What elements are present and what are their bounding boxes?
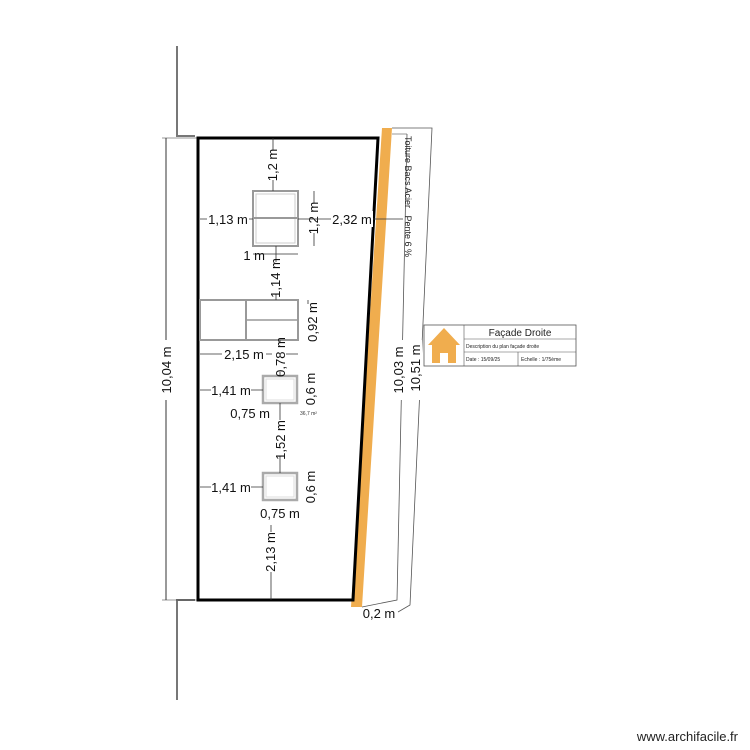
roof-length-label: 10,03 m — [391, 347, 406, 394]
house-icon — [428, 328, 460, 363]
window1-left-dim: 1,13 m — [208, 212, 248, 227]
window4-bottom-dim: 2,13 m — [263, 532, 278, 572]
window3-height-dim: 0,6 m — [303, 373, 318, 406]
area-label: 36,7 m² — [300, 411, 317, 417]
watermark: www.archifacile.fr — [636, 729, 738, 744]
window4-left-dim: 1,41 m — [211, 480, 251, 495]
window-4 — [261, 471, 299, 502]
window2-height-dim: 0,92 m — [305, 302, 320, 342]
roof-thickness-label: 0,2 m — [363, 606, 396, 621]
facade-outline — [196, 136, 380, 602]
window3-top-dim: 0,78 m — [273, 337, 288, 377]
plan-description: Description du plan façade droite — [466, 344, 539, 350]
window1-width-dim: 1 m — [243, 248, 265, 263]
window2-top-dim: 1,14 m — [268, 258, 283, 298]
ground-level-marker — [176, 599, 195, 700]
window1-height-dim: 1,2 m — [306, 202, 321, 235]
window-1 — [252, 190, 299, 247]
plan-date: Date : 15/09/25 — [466, 357, 500, 363]
window4-top-dim: 1,52 m — [273, 420, 288, 460]
roof-strip — [351, 128, 392, 607]
top-level-marker — [176, 46, 195, 137]
window1-right-dim: 2,32 m — [332, 212, 372, 227]
roof-length-dimension — [361, 133, 408, 608]
roof-material-label: Toiture Bacs Acier Pente 6 % — [403, 136, 413, 257]
window-2 — [199, 299, 299, 341]
window4-width-dim: 0,75 m — [260, 506, 300, 521]
window3-left-dim: 1,41 m — [211, 383, 251, 398]
title-block: Façade Droite Description du plan façade… — [423, 324, 577, 367]
plan-scale: Echelle : 1/75ème — [521, 357, 561, 363]
window2-width-dim: 2,15 m — [224, 347, 264, 362]
window3-width-dim: 0,75 m — [230, 406, 270, 421]
window4-height-dim: 0,6 m — [303, 471, 318, 504]
window-3 — [261, 374, 299, 405]
plan-title: Façade Droite — [489, 328, 552, 339]
window1-top-dim: 1,2 m — [265, 149, 280, 182]
roof-outer-length-label: 10,51 m — [408, 345, 423, 392]
total-height-label: 10,04 m — [159, 347, 174, 394]
